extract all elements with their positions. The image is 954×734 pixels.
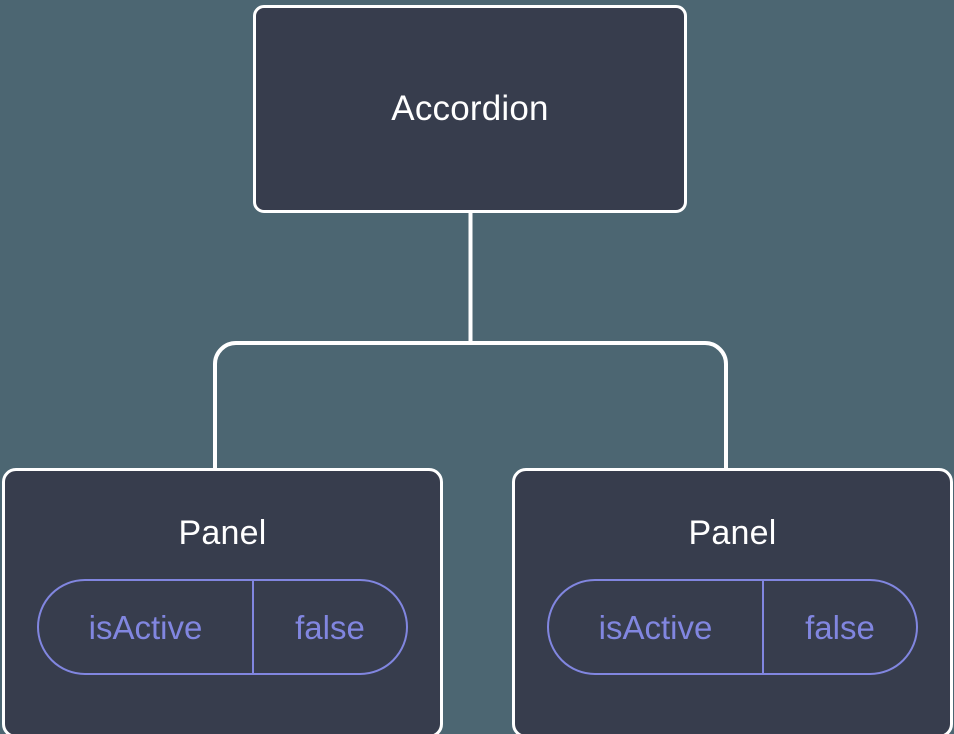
node-panel-1[interactable]: Panel isActive false (2, 468, 443, 734)
connector-to-panel-2 (470, 341, 728, 470)
node-panel-1-label: Panel (178, 514, 267, 552)
node-accordion-label: Accordion (391, 88, 549, 128)
node-panel-2[interactable]: Panel isActive false (512, 468, 953, 734)
node-panel-2-label: Panel (688, 514, 777, 552)
prop-badge-isactive-2[interactable]: isActive false (547, 579, 918, 676)
prop-value-label: false (295, 608, 365, 646)
prop-key-label: isActive (39, 581, 254, 674)
connector-to-panel-1 (213, 341, 471, 470)
prop-badge-isactive-1[interactable]: isActive false (37, 579, 408, 676)
node-accordion[interactable]: Accordion (253, 5, 687, 213)
prop-key-label: isActive (549, 581, 764, 674)
prop-value-label: false (805, 608, 875, 646)
